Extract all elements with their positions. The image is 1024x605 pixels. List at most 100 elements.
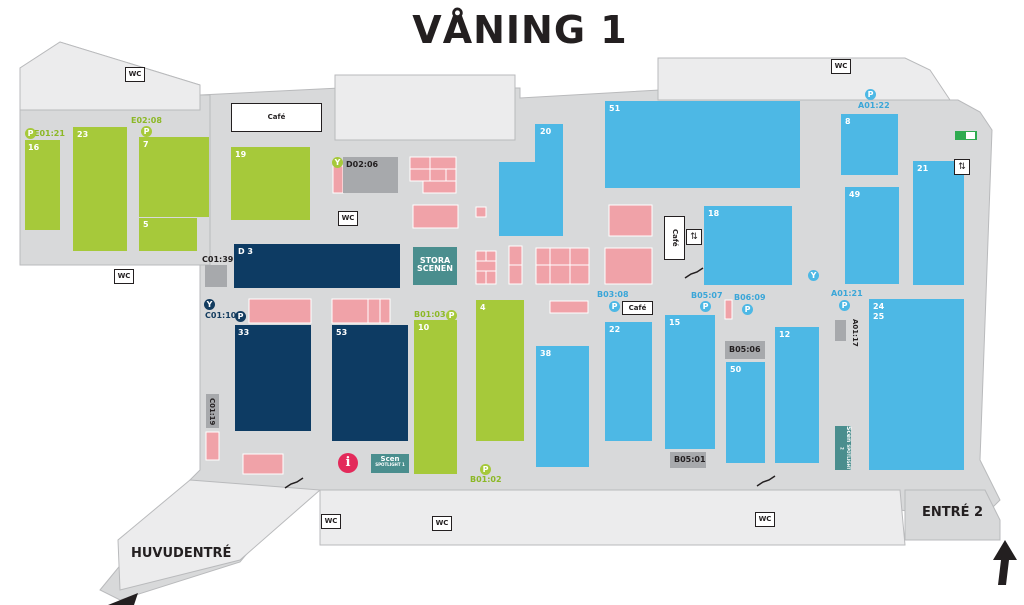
hall-label: 22 <box>609 325 621 334</box>
parking-pin-icon: P <box>480 464 491 475</box>
stand-c01-19 <box>206 394 219 428</box>
stand-d02-06 <box>343 157 398 193</box>
hall-label: D 3 <box>238 247 253 256</box>
stage-spotlight-2: Scen SPOTLIGHT 2 <box>835 426 852 470</box>
main-stage-line1: STORA <box>419 256 451 265</box>
hall-33 <box>235 325 311 431</box>
info-icon: i <box>338 453 358 473</box>
stand-code: B06:09 <box>734 293 766 302</box>
hall-label: 4 <box>480 303 486 312</box>
hall-label: 5 <box>143 220 149 229</box>
stand-code: D02:06 <box>346 160 379 169</box>
hall-label: 38 <box>540 349 552 358</box>
stand-code: A01:17 <box>851 319 859 347</box>
wc-icon: WC <box>338 211 358 226</box>
hall-label: 12 <box>779 330 791 339</box>
stand-code: A01:21 <box>831 289 863 298</box>
hall-label: 15 <box>669 318 681 327</box>
arrow-main-entrance <box>108 593 138 605</box>
hall-8 <box>841 114 898 175</box>
cafe-center: Café <box>664 216 685 260</box>
wc-icon: WC <box>432 516 452 531</box>
hall-10 <box>414 320 457 474</box>
exit-sign <box>955 131 977 140</box>
hall-label: 50 <box>730 365 742 374</box>
hall-49 <box>845 187 899 284</box>
parking-pin-icon: P <box>839 300 850 311</box>
stage-spotlight-2-sub: SPOTLIGHT 2 <box>839 444 851 470</box>
parking-pin-icon: P <box>609 301 620 312</box>
stand-code: C01:39 <box>202 255 234 264</box>
gray-stands <box>205 157 846 468</box>
wc-icon: WC <box>114 269 134 284</box>
wc-icon: WC <box>125 67 145 82</box>
stand-a01-17 <box>835 320 846 341</box>
lift-pin-icon: Y <box>204 299 215 310</box>
hall-38 <box>536 346 589 467</box>
parking-pin-icon: P <box>141 126 152 137</box>
stage-spotlight-1-name: Scen <box>380 455 400 463</box>
hall-label: 18 <box>708 209 720 218</box>
parking-pin-icon: P <box>742 304 753 315</box>
hall-53 <box>332 325 408 441</box>
escalator-icons <box>284 267 776 489</box>
main-entrance-label: HUVUDENTRÉ <box>131 546 232 561</box>
hall-label: 20 <box>540 127 552 136</box>
main-stage-line2: SCENEN <box>417 264 453 274</box>
entrance-2-label: ENTRÉ 2 <box>922 505 984 520</box>
wc-icon: WC <box>321 514 341 529</box>
hall-15 <box>665 315 715 449</box>
hall-50 <box>726 362 765 463</box>
hall-label: 8 <box>845 117 851 126</box>
hall-label: 23 <box>77 130 89 139</box>
stand-code: E01:21 <box>34 129 65 138</box>
hall-7 <box>139 137 209 217</box>
pink-stands <box>205 156 733 475</box>
wc-icon: WC <box>755 512 775 527</box>
hall-label: 24 <box>873 302 885 311</box>
stand-code: A01:22 <box>858 101 890 110</box>
cafe-south: Café <box>622 301 653 315</box>
hall-21 <box>913 161 964 285</box>
hall-18 <box>704 206 792 285</box>
hall-23 <box>73 127 127 251</box>
hall-label: 19 <box>235 150 247 159</box>
elevator-icon: ⇅ <box>686 229 702 245</box>
hall-20 <box>499 124 563 236</box>
floor-title: VÅNING 1 <box>412 8 628 52</box>
stand-b05-06 <box>725 341 765 359</box>
parking-pin-icon: P <box>700 301 711 312</box>
stage-spotlight-2-name: Scen <box>845 426 852 443</box>
stage-spotlight-1: Scen SPOTLIGHT 1 <box>371 454 409 473</box>
south-corridor <box>319 489 906 546</box>
elevator-icon: ⇅ <box>954 159 970 175</box>
hall-22 <box>605 322 652 441</box>
stand-b05-01 <box>670 452 706 468</box>
lift-pin-icon: Y <box>808 270 819 281</box>
north-block <box>334 74 516 141</box>
entrance-2-area <box>904 489 1001 541</box>
parking-pin-icon: P <box>235 311 246 322</box>
hall-label: 53 <box>336 328 348 337</box>
green-halls <box>25 127 524 474</box>
hall-51 <box>605 101 800 188</box>
hall-label: 7 <box>143 140 149 149</box>
hall-label: 25 <box>873 312 885 321</box>
parking-pin-icon: P <box>446 310 457 321</box>
main-stage: STORA SCENEN <box>413 247 457 285</box>
hall-16 <box>25 140 60 230</box>
stand-code: B03:08 <box>597 290 629 299</box>
hall-5 <box>139 218 197 251</box>
hall-label: 10 <box>418 323 430 332</box>
blue-halls <box>499 101 964 470</box>
hall-label: 16 <box>28 143 40 152</box>
hall-19 <box>231 147 310 220</box>
navy-halls <box>234 244 408 441</box>
hall-4 <box>476 300 524 441</box>
stage-spotlight-1-sub: SPOTLIGHT 1 <box>375 462 405 468</box>
stand-code: C01:10 <box>205 311 237 320</box>
stand-code: B01:03 <box>414 310 446 319</box>
hall-d3 <box>234 244 400 288</box>
